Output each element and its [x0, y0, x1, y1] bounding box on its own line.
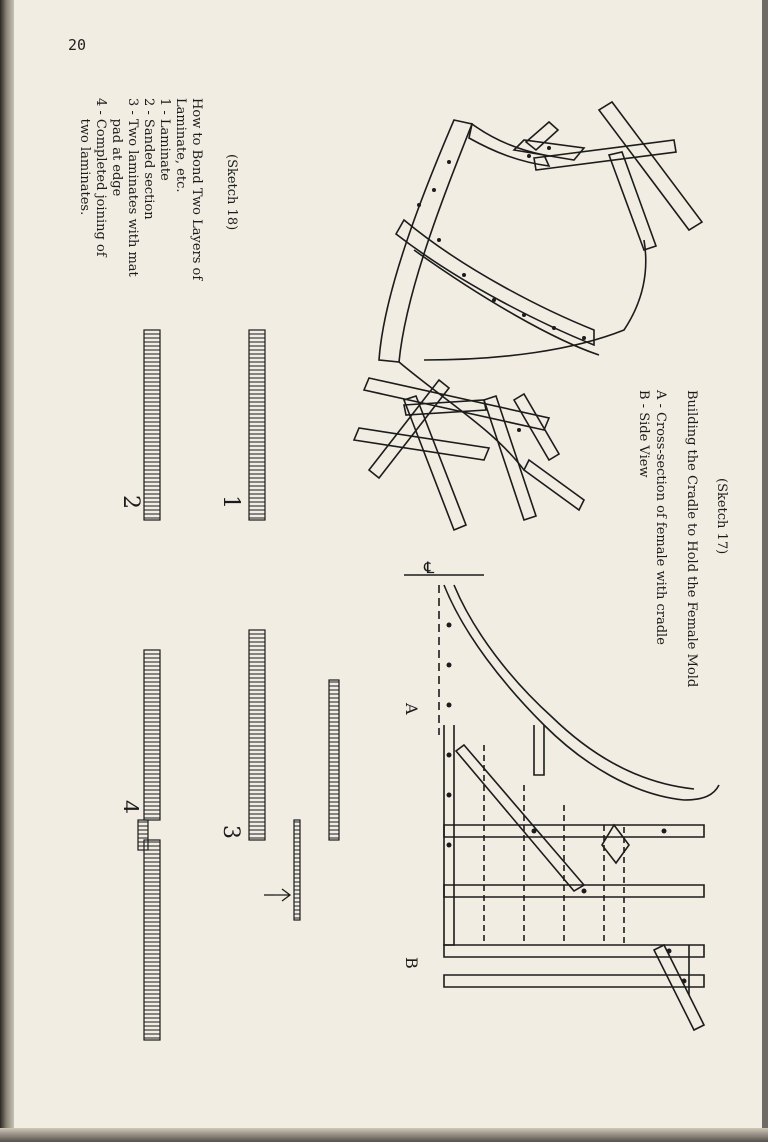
diagram-number-4: 4: [124, 800, 141, 814]
book-binding-edge: [0, 0, 16, 1142]
sketch18-item-2: 2 - Sanded section: [141, 98, 156, 220]
page-bottom-edge: [0, 1128, 768, 1142]
laminate-bonding-diagrams: 1 2 3 4: [124, 329, 340, 1041]
diagram-number-1: 1: [218, 495, 243, 509]
sketch18-title-line-1: How to Bond Two Layers of: [189, 98, 204, 281]
section-label-a: A: [402, 702, 421, 715]
cross-section-and-side-view: ℄ A B: [402, 558, 720, 1032]
page-number: 20: [68, 36, 87, 54]
sketch18-item-1: 1 - Laminate: [157, 98, 172, 181]
sketch18-title-line-2: Laminate, etc.: [173, 98, 188, 193]
sketch18-item-4: 4 - Completed joining of: [93, 98, 108, 257]
sketch18-item-4-cont: two laminates.: [77, 98, 92, 216]
section-label-b: B: [402, 957, 421, 969]
centerline-mark: ℄: [423, 558, 435, 577]
diagram-number-3: 3: [218, 825, 243, 839]
sketch18-text: How to Bond Two Layers of Laminate, etc.…: [76, 98, 204, 280]
cradle-perspective-drawing: [352, 100, 704, 532]
sketch18-label: (Sketch 18): [224, 154, 239, 231]
diagram-number-2: 2: [124, 495, 143, 509]
sketch18-item-3: 3 - Two laminates with mat: [125, 98, 140, 277]
sketch18-item-3-cont: pad at edge: [109, 98, 124, 197]
book-page: 20 (Sketch 17) Building the Cradle to Ho…: [14, 0, 762, 1130]
